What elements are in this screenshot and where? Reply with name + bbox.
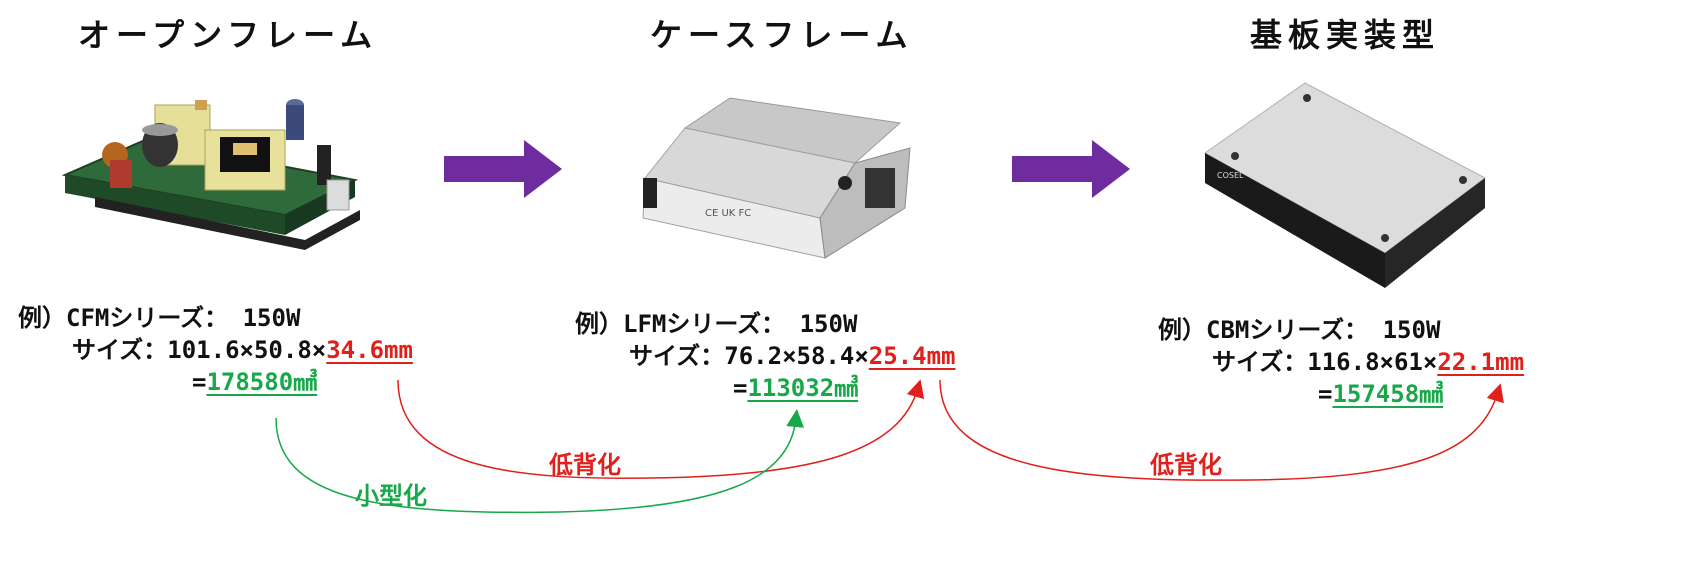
volume-row: =178580㎣ (18, 366, 413, 398)
size-dims: 116.8×61× (1307, 348, 1438, 376)
heading-board-mount: 基板実装型 (1250, 16, 1441, 54)
heading-open-frame: オープンフレーム (78, 16, 379, 54)
connector-height-1-2 (397, 379, 925, 479)
svg-text:COSEL: COSEL (1217, 171, 1244, 180)
size-label: サイズ： (629, 342, 725, 370)
size-row: サイズ：76.2×58.4×25.4mm (575, 340, 955, 372)
label-low-profile-1: 低背化 (549, 451, 621, 479)
size-dims: 101.6×50.8× (167, 336, 327, 364)
size-row: サイズ：101.6×50.8×34.6mm (18, 334, 413, 366)
right-arrow-icon (1012, 140, 1130, 198)
board-mount-image: COSEL (1204, 82, 1486, 288)
example-label: 例）CBMシリーズ： 150W (1158, 316, 1441, 344)
label-miniaturization: 小型化 (355, 482, 427, 510)
volume-row: =157458㎣ (1158, 378, 1524, 410)
volume-prefix: = (1318, 380, 1333, 408)
spec-block-case-frame: 例）LFMシリーズ： 150W サイズ：76.2×58.4×25.4mm =11… (575, 308, 955, 404)
volume-row: =113032㎣ (575, 372, 955, 404)
svg-text:CE UK FC: CE UK FC (705, 208, 751, 219)
volume-prefix: = (733, 374, 748, 402)
size-row: サイズ：116.8×61×22.1mm (1158, 346, 1524, 378)
example-label: 例）LFMシリーズ： 150W (575, 310, 858, 338)
open-frame-image (61, 99, 360, 250)
example-label: 例）CFMシリーズ： 150W (18, 304, 301, 332)
right-arrow-icon (444, 140, 562, 198)
spec-block-board-mount: 例）CBMシリーズ： 150W サイズ：116.8×61×22.1mm =157… (1158, 314, 1524, 410)
volume-value-3: 157458㎣ (1332, 380, 1444, 408)
label-low-profile-2: 低背化 (1150, 451, 1222, 479)
height-value-2: 25.4mm (868, 342, 956, 370)
volume-prefix: = (192, 368, 207, 396)
heading-case-frame: ケースフレーム (650, 16, 914, 54)
size-label: サイズ： (72, 336, 168, 364)
connector-height-2-3 (939, 379, 1504, 481)
size-label: サイズ： (1212, 348, 1308, 376)
size-dims: 76.2×58.4× (724, 342, 869, 370)
height-value-3: 22.1mm (1437, 348, 1525, 376)
case-frame-image: CE UK FC (642, 97, 911, 259)
volume-value-2: 113032㎣ (747, 374, 859, 402)
connector-volume-1-2 (275, 409, 805, 514)
height-value-1: 34.6mm (326, 336, 413, 364)
spec-block-open-frame: 例）CFMシリーズ： 150W サイズ：101.6×50.8×34.6mm =1… (18, 302, 413, 398)
volume-value-1: 178580㎣ (206, 368, 318, 396)
